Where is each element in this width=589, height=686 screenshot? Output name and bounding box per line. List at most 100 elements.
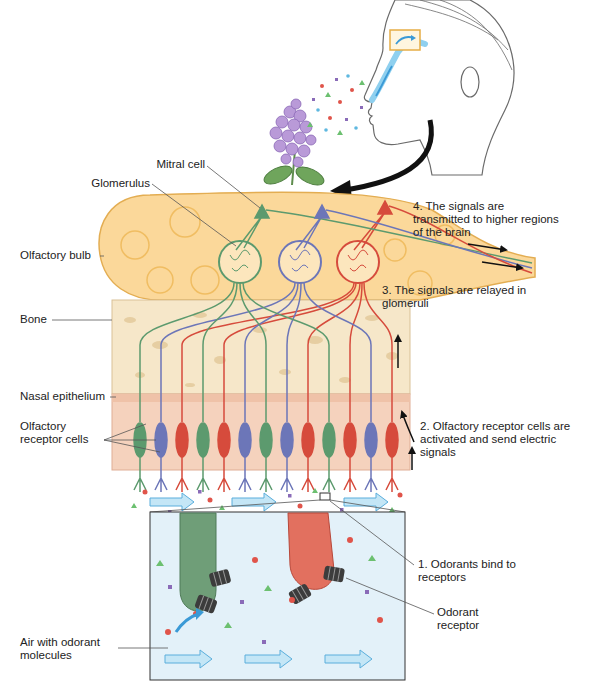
odor-particles-part: [337, 130, 343, 135]
zoom-inset-part: [150, 512, 405, 680]
zoom-inset-part: [224, 622, 232, 628]
odor-particles-part: [354, 126, 358, 130]
part-label: Mitral cell: [135, 158, 205, 171]
step-callout: 2. Olfactory receptor cells are activate…: [420, 420, 580, 459]
odor-particles-part: [324, 128, 328, 132]
receptor-cells-part-part: [302, 423, 314, 457]
zoom-inset-part: [165, 650, 372, 668]
mitral-cells-part: [236, 216, 262, 250]
part-label: Olfactory receptor cells: [20, 420, 100, 446]
receptor-cells-part-part: [260, 456, 272, 492]
receptor-cells-part-part: [323, 456, 335, 492]
bone-layer-part-part: [279, 369, 291, 375]
mitral-cells-part: [255, 205, 269, 218]
nasal-passage-part: [411, 35, 416, 41]
receptor-cells-part-part: [386, 456, 398, 492]
lilac-flower: [261, 99, 326, 189]
nasal-passage: [372, 30, 425, 100]
zoom-inset-part-part: [328, 566, 340, 582]
receptor-cells-part-part: [344, 423, 356, 457]
zoom-inset-part: [176, 614, 198, 632]
receptor-cells-part-part: [239, 423, 251, 457]
zoom-inset-part-part: [288, 583, 312, 605]
receptor-cells-part: [281, 283, 301, 492]
receptor-cells-part: [239, 283, 298, 492]
bone-layer-part-part: [124, 317, 136, 323]
glomeruli-part: [279, 241, 321, 283]
part-label: Bone: [20, 313, 60, 326]
leader-lines-part: [118, 648, 168, 649]
odor-particles-part: [320, 84, 324, 88]
zoom-inset-part: [264, 585, 272, 591]
receptor-cells-part: [344, 283, 362, 492]
olfactory-bulb-part-part: [147, 267, 173, 293]
receptor-cells-part-part: [245, 283, 298, 422]
zoom-inset-part-part: [323, 565, 345, 582]
leader-lines-part: [52, 320, 112, 321]
receptor-cells-part-part: [350, 283, 362, 422]
air-flow-part: [219, 505, 225, 510]
zoom-inset-part: [150, 500, 405, 512]
bone-layer-part-part: [152, 341, 168, 349]
head-profile: [364, 0, 513, 175]
zoom-inset-part: [323, 565, 345, 582]
receptor-cells-part: [134, 283, 234, 492]
leader-lines-part: [330, 501, 414, 565]
zoom-inset-part: [365, 590, 369, 594]
zoom-inset-part: [240, 600, 244, 604]
leader-lines-part: [100, 256, 104, 257]
signal-arrows-part: [402, 412, 414, 442]
zoom-inset-part: [289, 597, 295, 603]
odor-particles-part: [328, 116, 332, 120]
flow-arrow-part: [345, 120, 431, 190]
part-label: Air with odorant molecules: [20, 636, 116, 662]
zoom-inset-part: [252, 557, 258, 563]
bone-layer-part-part: [185, 383, 195, 387]
zoom-inset-part: [156, 560, 164, 566]
odor-particles-part: [360, 106, 363, 109]
receptor-cells-part-part: [197, 456, 209, 492]
receptor-cells-part: [240, 283, 272, 492]
olfactory-bulb-part-part: [384, 239, 406, 261]
air-flow-part: [288, 494, 292, 498]
glomeruli-part: [230, 250, 250, 271]
step-callout: 3. The signals are relayed in glomeruli: [382, 284, 532, 310]
receptor-cells-part-part: [281, 423, 293, 457]
head-profile-part: [440, 0, 512, 70]
receptor-cells: [134, 283, 398, 492]
receptor-cells-part-part: [323, 423, 335, 457]
lilac-flower-part-part: [298, 145, 310, 157]
mitral-cells-part: [315, 205, 329, 218]
receptor-cells-part-part: [176, 456, 188, 492]
odor-particles-part: [345, 118, 348, 121]
nasal-passage-part: [390, 30, 420, 50]
zoom-inset-part-part: [165, 650, 212, 668]
lilac-flower-part-part: [281, 154, 291, 164]
zoom-inset-part: [347, 537, 353, 543]
lilac-flower-part-part: [270, 127, 282, 139]
signal-arrows-part: [397, 336, 399, 368]
lilac-flower-part: [270, 99, 316, 167]
lilac-flower-part: [261, 162, 294, 187]
air-flow-part: [208, 498, 213, 503]
part-label: Odorant receptor: [437, 606, 499, 632]
part-label: Glomerulus: [75, 177, 150, 190]
zoom-inset-part: [165, 629, 171, 635]
odor-particles-part: [350, 88, 354, 92]
receptor-cells-part-part: [218, 423, 230, 457]
lilac-flower-part-part: [288, 119, 300, 131]
receptor-cells-part: [155, 283, 295, 492]
receptor-cells-part-part: [243, 283, 329, 422]
lilac-flower-part-part: [276, 116, 288, 128]
zoom-inset-part-part: [209, 569, 232, 588]
receptor-cells-part-part: [365, 423, 377, 457]
receptor-cells-part-part: [155, 456, 167, 492]
odor-particles-part: [346, 74, 350, 78]
odor-particles: [307, 74, 365, 135]
receptor-cells-part-part: [240, 283, 266, 422]
head-profile-part: [420, 0, 508, 50]
receptor-cells-part: [176, 283, 354, 492]
receptor-cells-part-part: [182, 283, 354, 422]
receptor-cells-part-part: [386, 423, 398, 457]
part-label: Olfactory bulb: [20, 249, 100, 262]
